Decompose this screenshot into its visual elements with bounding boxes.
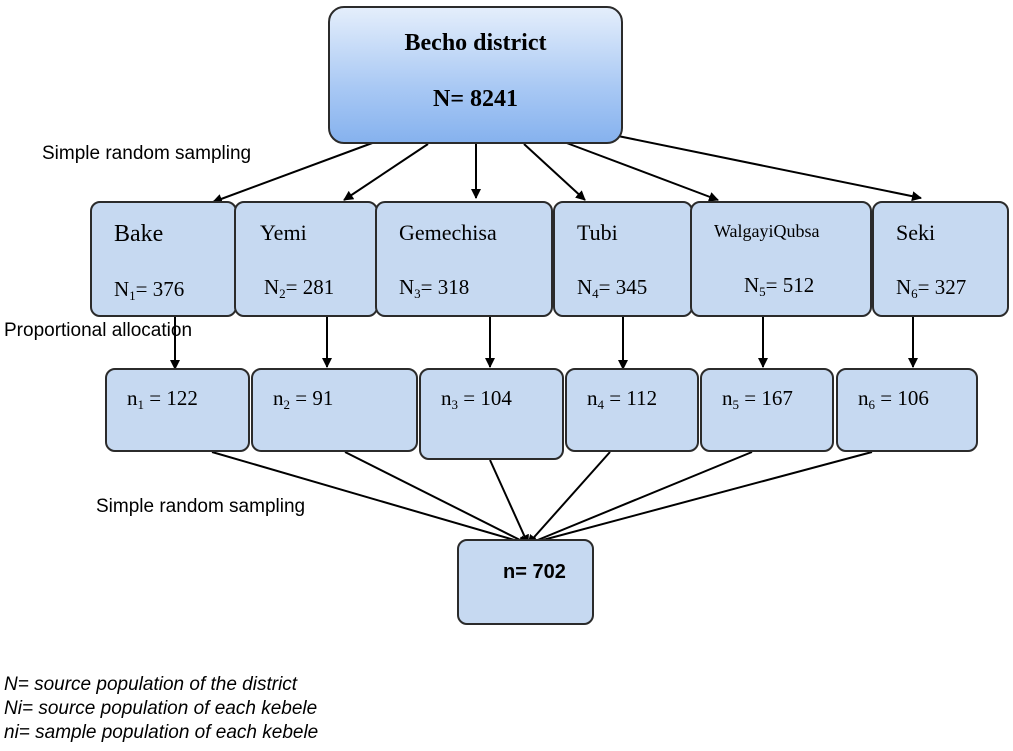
kebele-name: Seki [896,220,936,245]
node-sample-2: n2 = 91 [251,368,418,452]
node-sample-6: n6 = 106 [836,368,978,452]
edge-root-walgayiqubsa [563,141,719,202]
node-kebele-bake: Bake N1= 376 [90,201,237,317]
sample-size: n5 = 167 [722,386,793,412]
sample-size: n2 = 91 [273,386,334,412]
label-first-stage-sampling: Simple random sampling [42,143,252,164]
edge-sample5-total [527,451,753,546]
node-kebele-gemechisa: Gemechisa N3= 318 [375,201,553,317]
node-becho-district: Becho district N= 8241 [328,6,623,144]
node-kebele-yemi: Yemi N2= 281 [234,201,378,317]
kebele-name: WalgayiQubsa [714,221,820,241]
kebele-population: N6= 327 [896,275,967,301]
node-sample-3: n3 = 104 [419,368,564,460]
kebele-name: Tubi [577,220,618,245]
label-proportional-allocation: Proportional allocation [4,320,193,341]
kebele-population: N1= 376 [114,277,185,303]
edge-root-tubi [523,143,586,201]
label-second-stage-sampling: Simple random sampling [96,496,306,517]
node-kebele-seki: Seki N6= 327 [872,201,1009,317]
kebele-population: N2= 281 [264,275,335,301]
legend-kebele-population: Ni= source population of each kebele [4,698,318,719]
kebele-population: N3= 318 [399,275,470,301]
kebele-population: N5= 512 [744,273,815,299]
sample-size: n1 = 122 [127,386,198,412]
kebele-name: Bake [114,221,164,247]
edge-root-seki [617,135,922,202]
edge-root-bake [212,141,376,204]
legend-district-population: N= source population of the district [4,674,298,695]
edge-sample6-total [527,451,873,547]
node-total-sample: n= 702 [457,539,594,625]
total-sample-size: n= 702 [503,561,566,583]
kebele-name: Gemechisa [399,220,497,245]
node-kebele-tubi: Tubi N4= 345 [553,201,693,317]
edge-sample4-total [527,451,611,545]
edge-sample2-total [344,451,529,545]
district-name: Becho district [404,30,547,56]
district-population: N= 8241 [432,86,518,112]
sample-size: n3 = 104 [441,386,512,412]
sample-size: n4 = 112 [587,386,658,412]
node-sample-4: n4 = 112 [565,368,699,452]
node-kebele-walgayiqubsa: WalgayiQubsa N5= 512 [690,201,872,317]
kebele-name: Yemi [260,220,307,245]
node-sample-1: n1 = 122 [105,368,250,452]
edge-sample3-total [489,459,529,545]
sample-size: n6 = 106 [858,386,929,412]
edge-root-yemi [343,143,429,201]
legend-kebele-sample: ni= sample population of each kebele [4,722,319,743]
edge-sample1-total [211,451,529,547]
node-sample-5: n5 = 167 [700,368,834,452]
kebele-population: N4= 345 [577,275,648,301]
